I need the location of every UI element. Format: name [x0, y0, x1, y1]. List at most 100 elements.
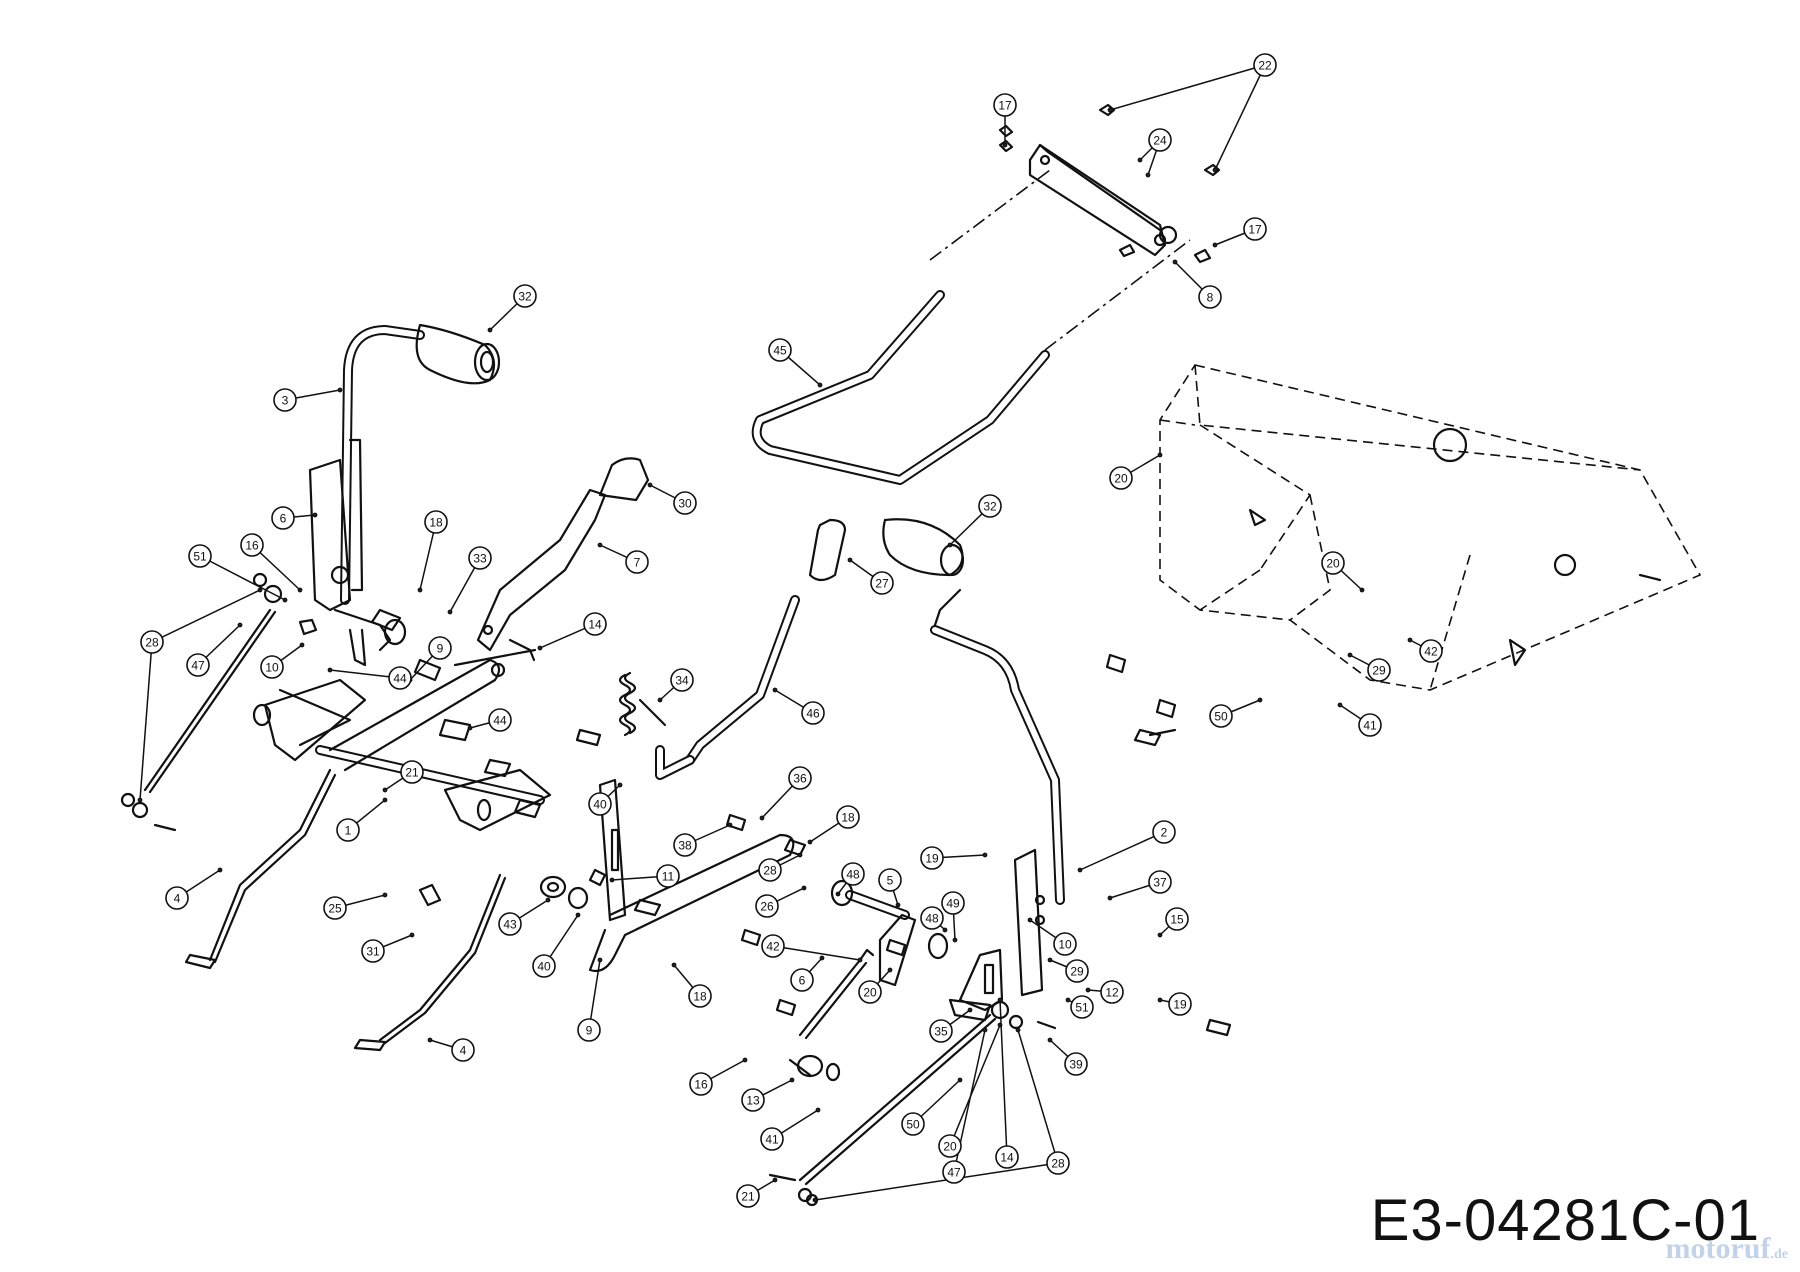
callout-leader-tip — [835, 891, 841, 897]
callout-20: 20 — [938, 1134, 962, 1158]
callout-bubble — [978, 494, 1002, 518]
callout-number: 51 — [1075, 1001, 1089, 1015]
callout-leader-tip — [887, 967, 893, 973]
callout-bubble — [468, 546, 492, 570]
callout-number: 38 — [678, 839, 692, 853]
callout-leader-tip — [597, 957, 603, 963]
callout-6: 6 — [271, 506, 295, 530]
callout-leader-tip — [789, 1077, 795, 1083]
callout-bubble — [1321, 551, 1345, 575]
callout-49: 49 — [941, 891, 965, 915]
callout-4: 4 — [165, 886, 189, 910]
callout-bubble — [498, 912, 522, 936]
callout-13: 13 — [741, 1088, 765, 1112]
callout-leader-42 — [772, 945, 861, 961]
callout-2: 2 — [1152, 820, 1176, 844]
callout-bubble — [760, 1127, 784, 1151]
callout-leader-tip — [1047, 957, 1053, 963]
callout-leader-tip — [1337, 702, 1343, 708]
callout-leader-tip — [299, 642, 305, 648]
callout-number: 20 — [863, 986, 877, 1000]
callout-leader-tip — [1257, 697, 1263, 703]
callout-bubble — [736, 1184, 760, 1208]
callout-leader-28 — [139, 641, 153, 801]
callout-9: 9 — [577, 1018, 601, 1042]
callout-number: 22 — [1258, 59, 1272, 73]
callout-bubble — [1148, 128, 1172, 152]
callout-bubble — [788, 766, 812, 790]
callout-bubble — [993, 93, 1017, 117]
callout-bubble — [323, 896, 347, 920]
callout-38: 38 — [673, 833, 697, 857]
right-rod — [768, 1000, 1057, 1207]
callout-46: 46 — [801, 701, 825, 725]
callout-number: 30 — [678, 497, 692, 511]
callout-bubble — [920, 846, 944, 870]
callout-bubble — [583, 612, 607, 636]
callout-bubble — [588, 792, 612, 816]
callout-leader-tip — [1047, 1037, 1053, 1043]
callout-24: 24 — [1148, 128, 1172, 152]
callout-number: 45 — [773, 344, 787, 358]
callout-leader-tip — [812, 1197, 818, 1203]
callout-bubble — [920, 906, 944, 930]
callout-leader-tip — [537, 645, 543, 651]
callout-bubble — [1064, 1052, 1088, 1076]
callout-bubble — [1367, 658, 1391, 682]
callout-19: 19 — [1168, 992, 1192, 1016]
callout-leader-tip — [1157, 997, 1163, 1003]
callout-bubble — [1152, 820, 1176, 844]
callout-leader-tip — [1359, 587, 1365, 593]
callout-bubble — [790, 968, 814, 992]
callout-42: 42 — [1419, 639, 1443, 663]
callout-15: 15 — [1165, 907, 1189, 931]
callout-number: 6 — [280, 512, 287, 526]
callout-10: 10 — [260, 655, 284, 679]
callout-number: 19 — [925, 852, 939, 866]
callout-bubble — [577, 1018, 601, 1042]
callout-41: 41 — [760, 1127, 784, 1151]
callout-12: 12 — [1100, 980, 1124, 1004]
callout-leader-tip — [1015, 1027, 1021, 1033]
callout-9: 9 — [428, 636, 452, 660]
callout-leader-tip — [1085, 987, 1091, 993]
callout-bubble — [388, 666, 412, 690]
callout-leader-tip — [447, 609, 453, 615]
right-lift-handle — [882, 518, 1065, 905]
callout-bubble — [260, 655, 284, 679]
callout-48: 48 — [920, 906, 944, 930]
callout-14: 14 — [583, 612, 607, 636]
callout-leader-tip — [952, 937, 958, 943]
callout-bubble — [424, 510, 448, 534]
right-hardware-cluster — [788, 848, 1046, 1082]
callout-number: 44 — [493, 714, 507, 728]
callout-number: 34 — [675, 674, 689, 688]
callout-number: 42 — [1424, 645, 1438, 659]
callout-bubble — [755, 894, 779, 918]
callout-26: 26 — [755, 894, 779, 918]
callout-41: 41 — [1358, 713, 1382, 737]
callout-number: 48 — [925, 912, 939, 926]
callout-number: 28 — [763, 864, 777, 878]
callout-number: 16 — [245, 539, 259, 553]
left-lift-handle — [298, 323, 501, 667]
callout-leader-tip — [772, 1177, 778, 1183]
callout-44: 44 — [488, 708, 512, 732]
callout-45: 45 — [768, 338, 792, 362]
callout-leader-tip — [337, 387, 343, 393]
callout-28: 28 — [758, 858, 782, 882]
callout-17: 17 — [1243, 217, 1267, 241]
callout-bubble — [428, 636, 452, 660]
callout-leader-tip — [545, 897, 551, 903]
callout-number: 20 — [1114, 472, 1128, 486]
callout-number: 20 — [943, 1140, 957, 1154]
callout-leader-tip — [1157, 452, 1163, 458]
callout-bubble — [688, 984, 712, 1008]
callout-50: 50 — [1209, 704, 1233, 728]
callout-bubble — [1168, 992, 1192, 1016]
callout-bubble — [1358, 713, 1382, 737]
callout-number: 29 — [1372, 664, 1386, 678]
callout-number: 21 — [741, 1190, 755, 1204]
